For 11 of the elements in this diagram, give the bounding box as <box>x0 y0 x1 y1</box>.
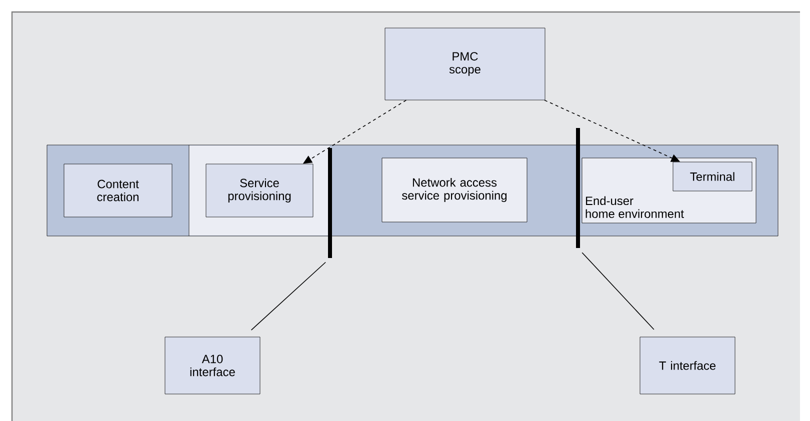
process-box: T interface <box>640 336 736 394</box>
divider-bar <box>576 128 580 248</box>
process-box: A10 interface <box>164 336 260 394</box>
process-box: Content creation <box>64 164 172 218</box>
process-box: Terminal <box>672 162 752 192</box>
divider-bar <box>328 148 332 258</box>
leader-line <box>582 252 654 330</box>
process-box: Network access service provisioning <box>382 158 528 222</box>
process-box: Service provisioning <box>206 164 314 218</box>
process-box: PMC scope <box>384 28 546 100</box>
leader-line <box>250 262 326 330</box>
